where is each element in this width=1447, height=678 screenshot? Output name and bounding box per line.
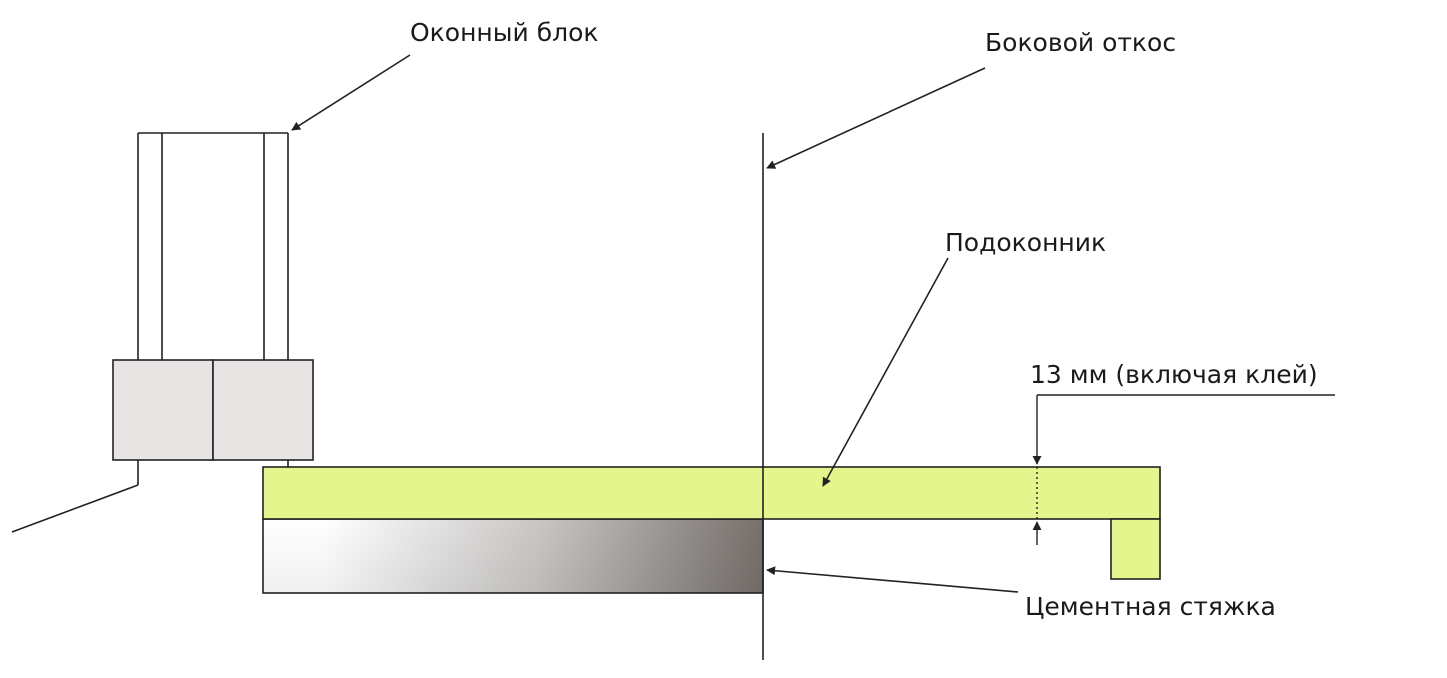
side-slope-label: Боковой откос bbox=[985, 28, 1177, 57]
sill-label: Подоконник bbox=[945, 228, 1107, 257]
screed-arrow bbox=[766, 566, 1019, 593]
window-frame-legs bbox=[11, 460, 289, 533]
thickness-label: 13 мм (включая клей) bbox=[1030, 360, 1318, 389]
window-sill bbox=[262, 466, 1161, 580]
cement-screed-label: Цементная стяжка bbox=[1025, 592, 1276, 621]
window-block-label: Оконный блок bbox=[410, 18, 599, 47]
cement-screed bbox=[262, 518, 764, 594]
dimension-marker-icon bbox=[1032, 394, 1335, 545]
side-slope-arrow bbox=[766, 67, 986, 169]
window-block-arrow bbox=[291, 54, 411, 131]
window-frame-profile bbox=[137, 132, 289, 360]
window-frame-box bbox=[112, 359, 314, 461]
sill-arrow bbox=[822, 257, 949, 487]
leader-arrows bbox=[291, 54, 1019, 593]
